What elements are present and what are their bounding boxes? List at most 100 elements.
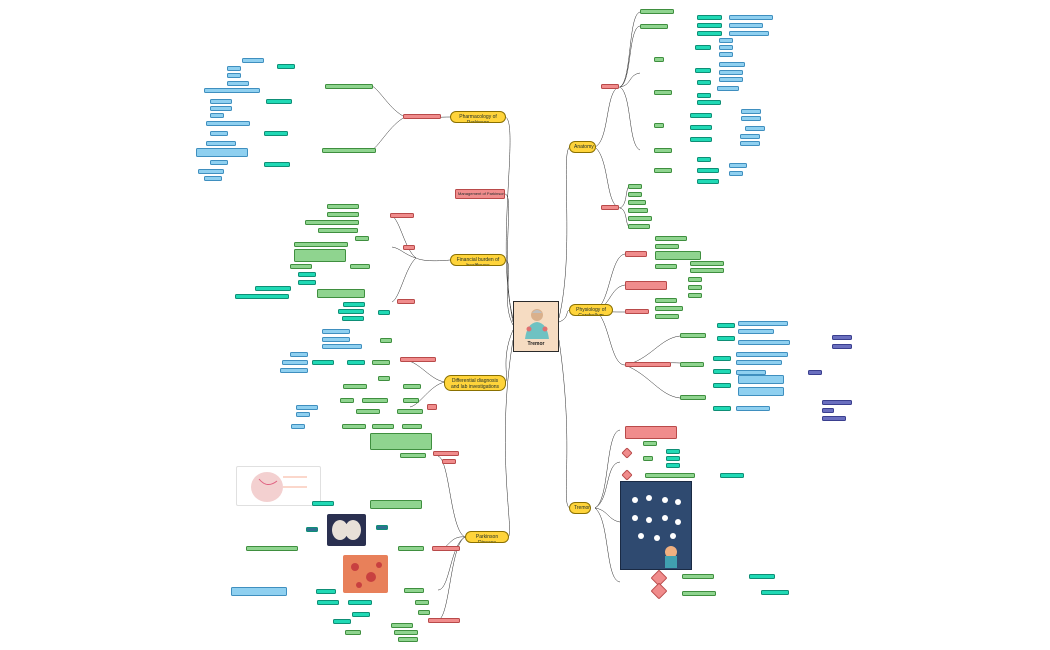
anatomy-item[interactable] (697, 93, 711, 98)
physiology-detail[interactable] (738, 387, 784, 396)
anatomy-detail[interactable] (745, 126, 765, 131)
parkinson-subtopic[interactable] (433, 451, 459, 456)
differential-item[interactable] (403, 398, 419, 403)
burden-item[interactable] (338, 309, 364, 314)
burden-subtopic[interactable] (390, 213, 414, 218)
pharmacology-detail[interactable] (242, 58, 264, 63)
branch-pharmacology[interactable]: Pharmacology of Parkinson (450, 111, 506, 123)
anatomy-item[interactable] (697, 179, 719, 184)
physiology-detail[interactable] (738, 329, 774, 334)
tremor-item[interactable] (682, 574, 714, 579)
physiology-item[interactable] (655, 306, 683, 311)
physiology-item[interactable] (655, 244, 679, 249)
burden-subtopic[interactable] (397, 299, 415, 304)
physiology-item[interactable] (713, 383, 731, 388)
anatomy-detail[interactable] (719, 77, 743, 82)
pharmacology-drug[interactable] (277, 64, 295, 69)
anatomy-subtopic[interactable] (601, 84, 619, 89)
anatomy-item[interactable] (640, 9, 674, 14)
differential-item[interactable] (342, 424, 366, 429)
differential-item[interactable] (378, 376, 390, 381)
tremor-item[interactable] (761, 590, 789, 595)
physiology-item[interactable] (688, 277, 702, 282)
pharmacology-detail[interactable] (210, 99, 232, 104)
parkinson-item[interactable] (306, 527, 318, 532)
burden-item[interactable] (298, 272, 316, 277)
physiology-subtopic[interactable] (625, 251, 647, 257)
anatomy-item[interactable] (695, 68, 711, 73)
differential-detail[interactable] (296, 412, 310, 417)
burden-item[interactable] (294, 242, 348, 247)
physiology-item[interactable] (688, 293, 702, 298)
parkinson-item[interactable] (352, 612, 370, 617)
tremor-item[interactable] (666, 463, 680, 468)
anatomy-item[interactable] (628, 216, 652, 221)
differential-subtopic[interactable] (400, 357, 436, 362)
tremor-item[interactable] (720, 473, 744, 478)
anatomy-detail[interactable] (729, 15, 773, 20)
anatomy-item[interactable] (690, 125, 712, 130)
differential-item[interactable] (402, 424, 422, 429)
physiology-note[interactable] (808, 370, 822, 375)
anatomy-detail[interactable] (740, 141, 760, 146)
differential-item[interactable] (397, 409, 423, 414)
parkinson-subtopic[interactable] (428, 618, 460, 623)
burden-item[interactable] (342, 316, 364, 321)
burden-item[interactable] (290, 264, 312, 269)
burden-item[interactable] (355, 236, 369, 241)
physiology-detail[interactable] (738, 321, 788, 326)
anatomy-item[interactable] (654, 57, 664, 62)
burden-item[interactable] (327, 212, 359, 217)
anatomy-detail[interactable] (729, 171, 743, 176)
pharmacology-detail[interactable] (204, 176, 222, 181)
differential-item[interactable] (380, 338, 392, 343)
pharmacology-detail[interactable] (227, 73, 241, 78)
parkinson-item[interactable] (394, 630, 418, 635)
branch-burden[interactable]: Financial burden of healthcare (450, 254, 506, 266)
parkinson-item[interactable] (376, 525, 388, 530)
parkinson-item[interactable] (415, 600, 429, 605)
physiology-note[interactable] (822, 408, 834, 413)
anatomy-item[interactable] (654, 148, 672, 153)
anatomy-item[interactable] (697, 31, 722, 36)
differential-detail[interactable] (280, 368, 308, 373)
anatomy-detail[interactable] (719, 45, 733, 50)
burden-item[interactable] (343, 302, 365, 307)
anatomy-item[interactable] (690, 113, 712, 118)
differential-detail[interactable] (282, 360, 308, 365)
burden-item[interactable] (350, 264, 370, 269)
parkinson-item[interactable] (398, 637, 418, 642)
physiology-item[interactable] (717, 323, 735, 328)
differential-detail[interactable] (322, 337, 350, 342)
physiology-detail[interactable] (736, 352, 788, 357)
differential-item[interactable] (403, 384, 421, 389)
tremor-item[interactable] (643, 441, 657, 446)
pharmacology-drug[interactable] (264, 131, 288, 136)
burden-subtopic[interactable] (403, 245, 415, 250)
differential-detail[interactable] (296, 405, 318, 410)
tremor-item[interactable] (643, 456, 653, 461)
burden-item[interactable] (305, 220, 359, 225)
anatomy-item[interactable] (695, 45, 711, 50)
physiology-subtopic[interactable] (625, 362, 671, 367)
differential-detail[interactable] (291, 424, 305, 429)
physiology-note[interactable] (822, 400, 852, 405)
burden-item[interactable] (235, 294, 289, 299)
differential-item[interactable] (372, 360, 390, 365)
differential-detail[interactable] (322, 344, 362, 349)
burden-item[interactable] (317, 289, 365, 298)
differential-item[interactable] (372, 424, 394, 429)
physiology-item[interactable] (655, 251, 701, 260)
anatomy-item[interactable] (628, 192, 642, 197)
anatomy-detail[interactable] (719, 62, 745, 67)
parkinson-item[interactable] (348, 600, 372, 605)
differential-detail[interactable] (290, 352, 308, 357)
pharmacology-detail[interactable] (210, 113, 224, 118)
physiology-item[interactable] (713, 356, 731, 361)
physiology-item[interactable] (655, 264, 677, 269)
physiology-item[interactable] (680, 333, 706, 338)
parkinson-item[interactable] (404, 588, 424, 593)
physiology-detail[interactable] (736, 406, 770, 411)
parkinson-item[interactable] (370, 500, 422, 509)
pharmacology-item[interactable] (322, 148, 376, 153)
